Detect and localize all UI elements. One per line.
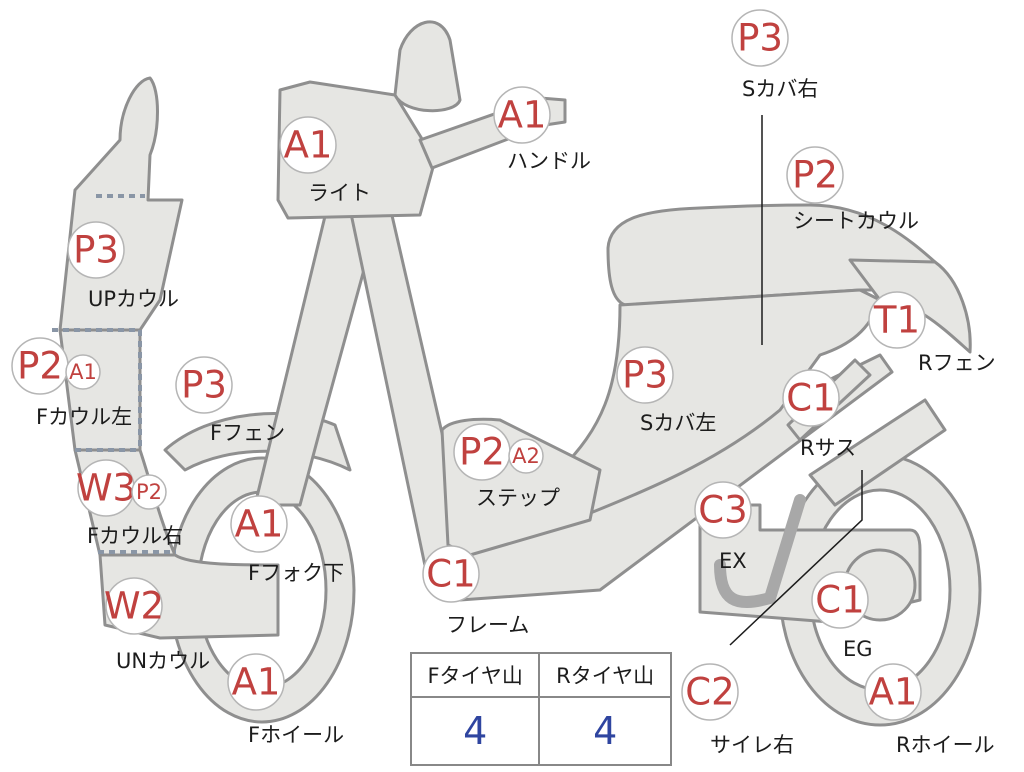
label-ex: EX: [719, 549, 747, 573]
badge-f-fork-lower: A1 Fフォク下: [230, 495, 344, 585]
grade-f-fork-lower: A1: [235, 503, 284, 546]
label-light: ライト: [308, 181, 371, 205]
badge-up-cowl: P3 UPカウル: [67, 221, 179, 311]
badge-seat-cowl: P2 シートカウル: [786, 146, 919, 233]
grade-f-wheel: A1: [232, 661, 281, 704]
label-s-cover-left: Sカバ左: [640, 411, 716, 435]
label-eg: EG: [843, 637, 873, 661]
label-f-cowl-right: Fカウル右: [87, 524, 183, 548]
tire-tread-table: Fタイヤ山 Rタイヤ山 4 4: [409, 652, 672, 766]
grade-r-sus: C1: [786, 377, 835, 420]
grade-eg: C1: [815, 579, 864, 622]
headlight: [276, 80, 437, 220]
grade-f-cowl-right: W3: [76, 467, 136, 510]
grade-f-cowl-left-sub: A1: [69, 360, 97, 384]
mirror: [393, 20, 462, 113]
badge-ex: C3 EX: [694, 481, 752, 573]
label-frame: フレーム: [446, 613, 529, 637]
grade-light: A1: [284, 124, 333, 167]
side-cover: [518, 288, 882, 542]
label-seat-cowl: シートカウル: [793, 209, 919, 233]
label-r-fender: Rフェン: [918, 351, 996, 375]
front-wheel: [168, 456, 356, 724]
grade-s-cover-left: P3: [622, 354, 668, 397]
label-silencer-right: サイレ右: [710, 733, 794, 757]
badge-r-fender: T1 Rフェン: [868, 291, 996, 375]
label-f-fender: Fフェン: [210, 421, 285, 445]
badge-silencer-right: C2 サイレ右: [681, 663, 794, 757]
badge-r-wheel: A1 Rホイール: [864, 663, 995, 757]
grade-seat-cowl: P2: [792, 154, 838, 197]
front-tire-value: 4: [409, 696, 541, 766]
tire-value-row: 4 4: [409, 696, 672, 766]
grade-un-cowl: W2: [104, 585, 164, 628]
grade-ex: C3: [698, 489, 747, 532]
badge-f-fender: P3 Fフェン: [175, 356, 285, 445]
grade-handle: A1: [498, 94, 547, 137]
leader-lines: [729, 115, 863, 646]
front-tire-header: Fタイヤ山: [409, 652, 541, 698]
badge-un-cowl: W2 UNカウル: [104, 577, 210, 673]
badge-f-cowl-right: W3 P2 Fカウル右: [76, 459, 183, 548]
label-f-fork-lower: Fフォク下: [248, 561, 344, 585]
grade-f-cowl-right-sub: P2: [136, 480, 162, 504]
seam-lines: [52, 194, 176, 554]
grade-f-cowl-left: P2: [17, 345, 63, 388]
label-f-wheel: Fホイール: [248, 723, 344, 747]
badge-step: P2 A2 ステップ: [453, 423, 560, 510]
label-un-cowl: UNカウル: [116, 649, 210, 673]
rear-tire-header: Rタイヤ山: [538, 652, 672, 698]
grade-f-fender: P3: [181, 364, 227, 407]
grade-frame: C1: [426, 553, 475, 596]
grade-up-cowl: P3: [73, 229, 119, 272]
grade-r-wheel: A1: [869, 671, 918, 714]
badge-s-cover-right: P3 Sカバ右: [731, 9, 818, 101]
grade-s-cover-right: P3: [737, 17, 783, 60]
grade-step-sub: A2: [512, 444, 540, 468]
grade-r-fender: T1: [873, 299, 920, 342]
f-cowl-left: [58, 328, 142, 452]
tire-header-row: Fタイヤ山 Rタイヤ山: [409, 652, 672, 698]
rear-tire-value: 4: [538, 696, 672, 766]
label-handle: ハンドル: [507, 149, 591, 173]
label-up-cowl: UPカウル: [88, 287, 179, 311]
label-r-wheel: Rホイール: [896, 733, 995, 757]
badge-eg: C1 EG: [811, 571, 873, 661]
grade-step: P2: [459, 431, 505, 474]
label-step: ステップ: [476, 486, 560, 510]
label-r-sus: Rサス: [800, 436, 856, 460]
grade-silencer-right: C2: [685, 671, 734, 714]
badge-light: A1 ライト: [279, 116, 371, 205]
badge-f-cowl-left: P2 A1 Fカウル左: [11, 337, 132, 429]
front-fork: [253, 173, 392, 507]
badge-f-wheel: A1 Fホイール: [227, 653, 344, 747]
badge-frame: C1 フレーム: [422, 545, 529, 637]
label-s-cover-right: Sカバ右: [742, 77, 818, 101]
label-f-cowl-left: Fカウル左: [36, 405, 132, 429]
exhaust-pipe: [714, 494, 806, 608]
muffler: [808, 398, 947, 507]
badge-handle: A1 ハンドル: [493, 86, 591, 173]
badge-r-sus: C1 Rサス: [782, 369, 856, 460]
badge-s-cover-left: P3 Sカバ左: [616, 346, 716, 435]
